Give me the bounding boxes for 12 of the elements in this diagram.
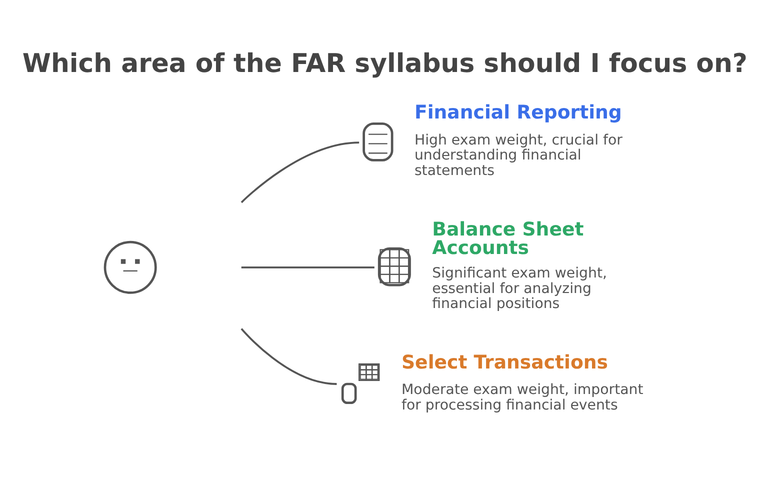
node-label: High exam weight, crucial for understanding financial statements bbox=[414, 132, 622, 179]
diagram-title: Which area of the FAR syllabus should I focus on? bbox=[22, 48, 748, 78]
connector bbox=[240, 141, 360, 203]
connector bbox=[241, 266, 374, 268]
node-picture bbox=[104, 240, 157, 294]
node-label: Balance Sheet Accounts bbox=[432, 218, 584, 259]
node-label: Select Transactions bbox=[402, 352, 608, 373]
node-label: Moderate exam weight, important for processing financial events bbox=[402, 382, 644, 413]
node-label: Significant exam weight, essential for analyzing financial positions bbox=[432, 265, 607, 312]
connector bbox=[240, 328, 337, 384]
node-label: Financial Reporting bbox=[414, 102, 622, 124]
node-picture bbox=[362, 122, 394, 161]
